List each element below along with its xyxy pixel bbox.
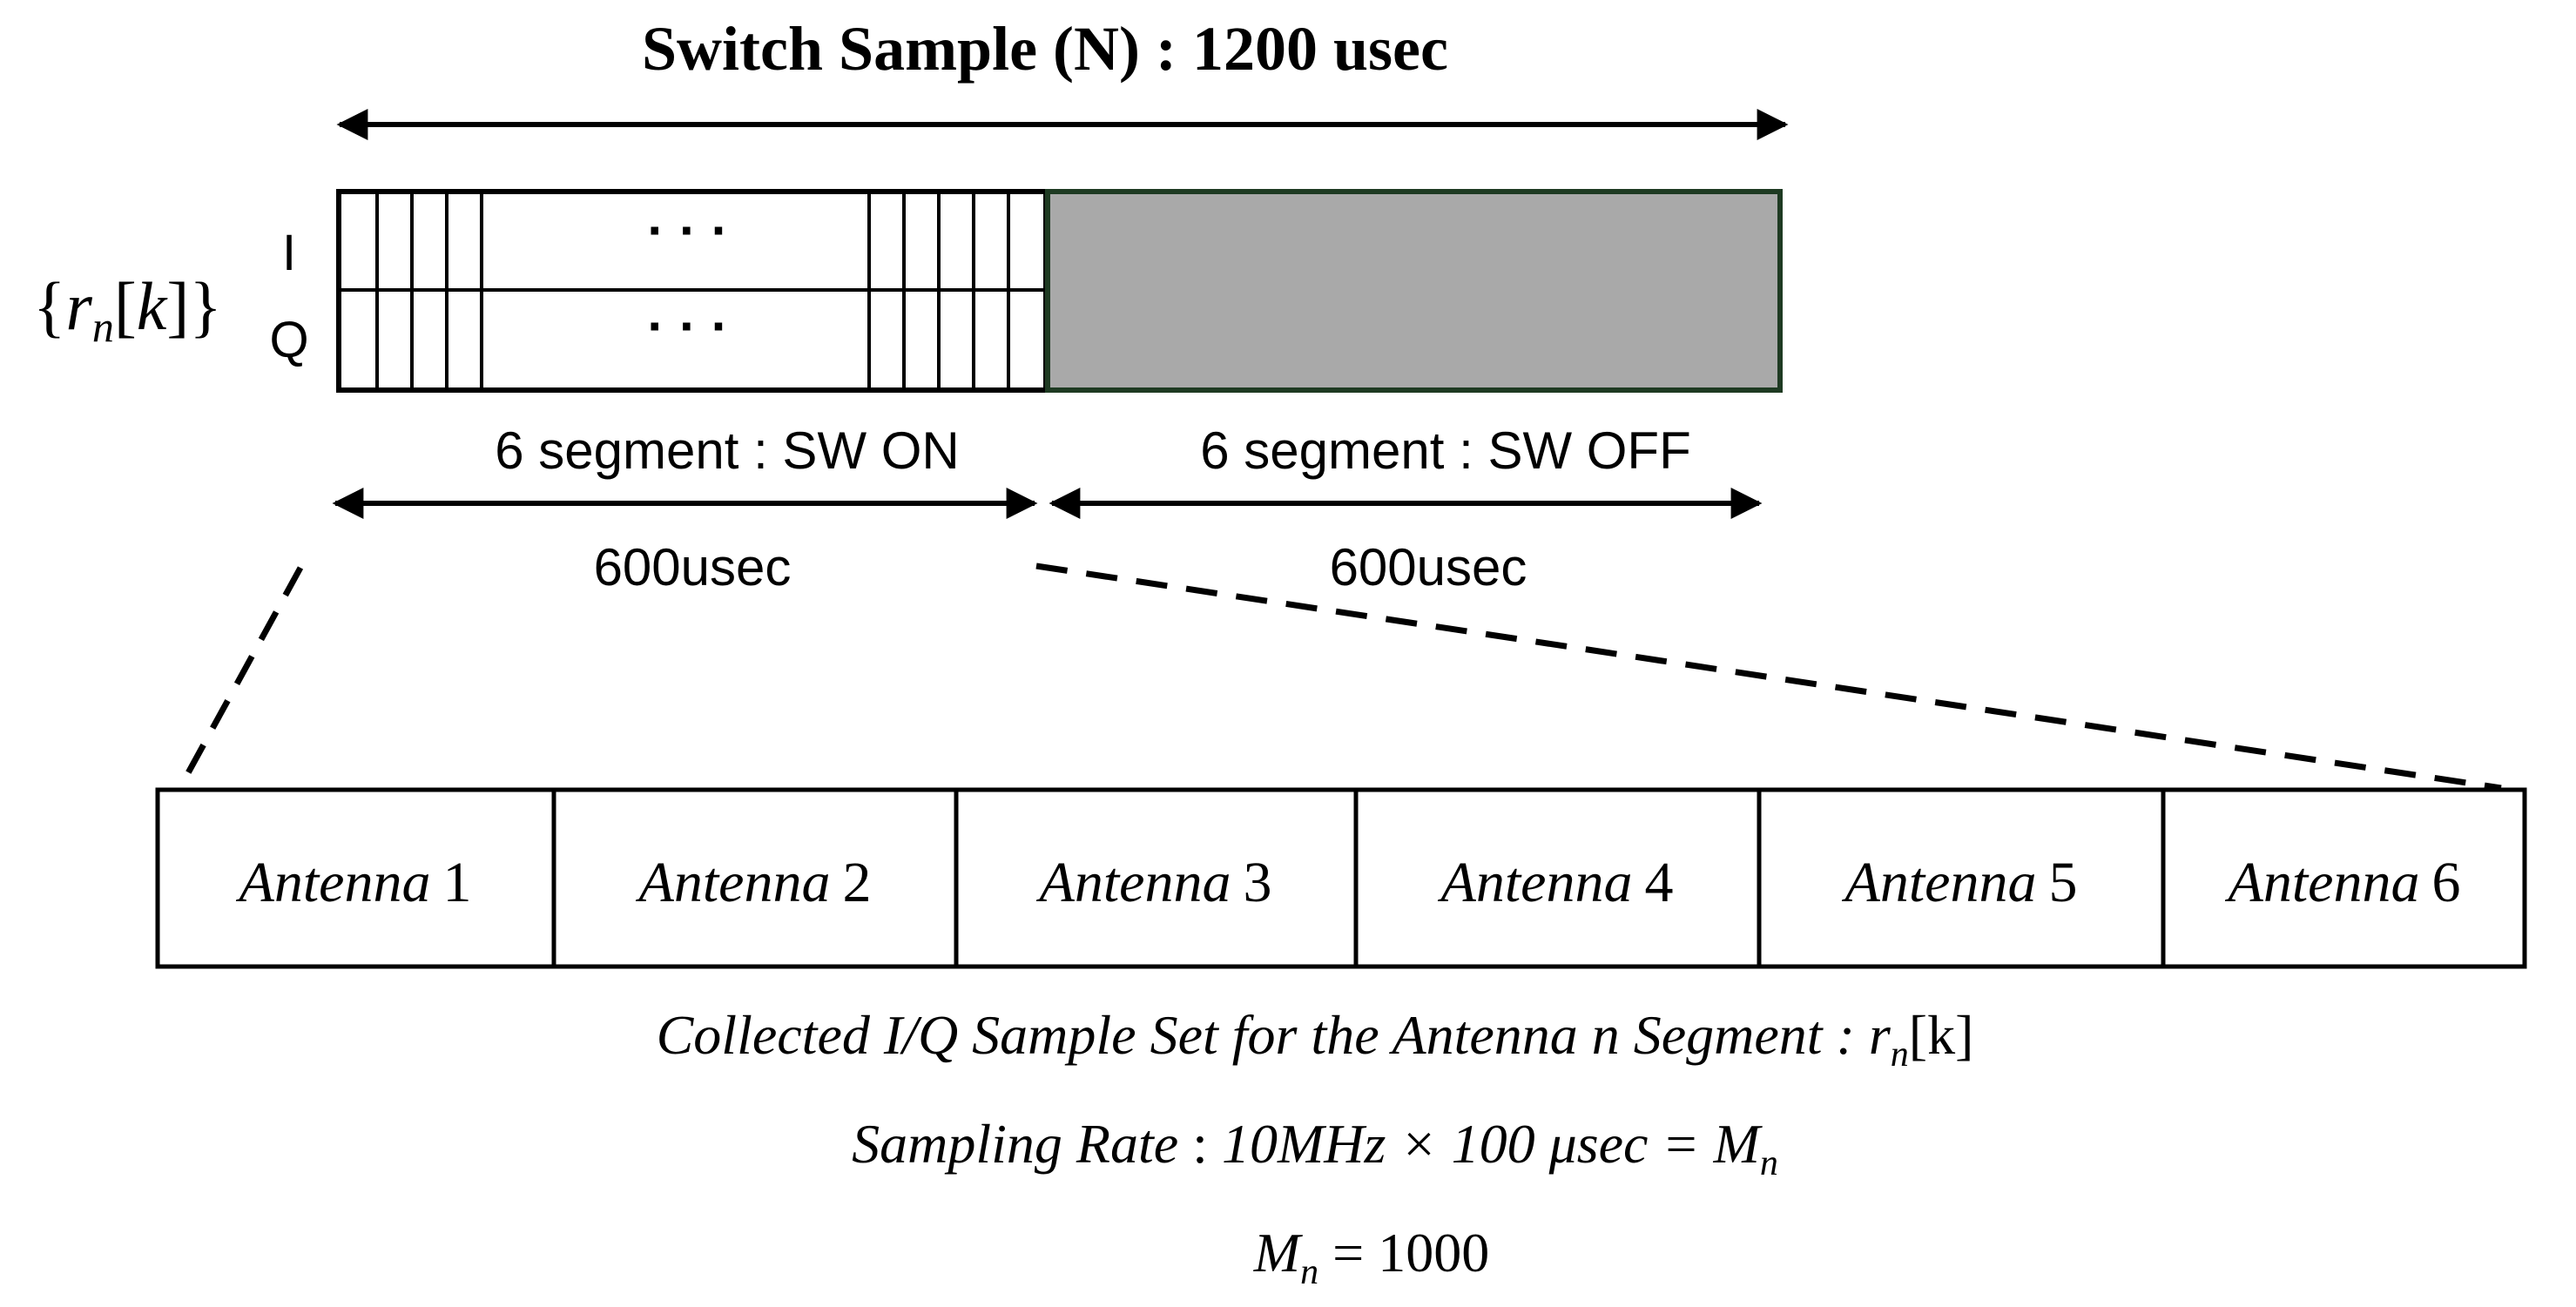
sample-ticks-left (375, 192, 483, 390)
sw-on-label: 6 segment : SW ON (495, 421, 960, 480)
sample-ticks-right (867, 192, 1010, 390)
sw-off-region (1045, 189, 1783, 393)
ellipsis-i: · · · (647, 201, 728, 259)
caption-sample-set: Collected I/Q Sample Set for the Antenna… (657, 1004, 1974, 1075)
row-label-q: Q (269, 312, 308, 368)
ellipsis-q: · · · (647, 297, 728, 355)
zoom-line-right (1035, 563, 2502, 792)
sw-off-duration: 600usec (1330, 538, 1527, 596)
signal-symbol: {rn[k]} (33, 268, 222, 351)
sw-on-duration: 600usec (594, 538, 792, 596)
caption-sampling-rate: Sampling Rate : 10MHz × 100 μsec = Mn (852, 1113, 1778, 1183)
zoom-line-left (181, 566, 304, 781)
sw-on-region: · · · · · · (336, 189, 1049, 393)
sw-off-label: 6 segment : SW OFF (1200, 421, 1690, 480)
row-label-i: I (282, 225, 296, 281)
caption-mn-value: Mn = 1000 (1253, 1222, 1489, 1292)
diagram-title: Switch Sample (N) : 1200 usec (642, 14, 1448, 84)
